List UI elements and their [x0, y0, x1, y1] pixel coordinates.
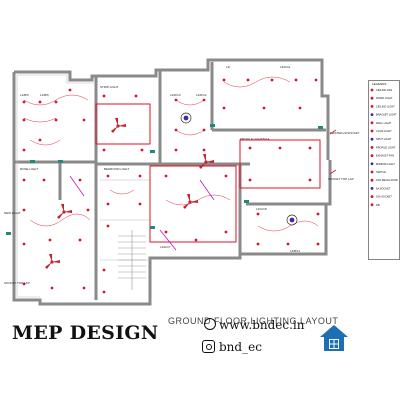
switch-icon — [210, 124, 215, 127]
wall-light-icon — [370, 121, 374, 125]
fan-regulator-icon — [370, 178, 374, 182]
ceiling-lights — [180, 112, 298, 226]
svg-text:L3/H/11: L3/H/11 — [280, 65, 291, 69]
company-logo — [320, 325, 348, 351]
drawing-caption: GROUND FLOOR LIGHTING LAYOUT — [168, 316, 339, 326]
svg-text:L1/B/5: L1/B/5 — [20, 93, 29, 97]
ceiling-fan-icon — [45, 254, 60, 269]
globe-icon — [204, 318, 216, 330]
legend-label: 6A SOCKET — [376, 186, 391, 190]
legend-label: DB — [376, 203, 380, 207]
legend-row: CEILING LIGHT — [370, 104, 395, 108]
legend-label: MIRROR LIGHT — [376, 162, 395, 166]
exhaust-fan-icon — [370, 154, 374, 157]
legend-row: PROFILE LIGHT — [370, 145, 396, 149]
legend-label: WALL LIGHT — [376, 121, 392, 125]
svg-text:STRIP LIGHT: STRIP LIGHT — [100, 85, 119, 89]
instagram-icon — [202, 340, 215, 353]
switch-icon — [370, 170, 374, 174]
legend-row: EXHAUST FAN — [370, 154, 394, 158]
svg-text:SOCKET TOP LAP: SOCKET TOP LAP — [4, 281, 30, 285]
switch-icon — [318, 126, 323, 129]
power-socket-icon — [370, 195, 374, 198]
legend-label: BRACKET LIGHT — [376, 113, 397, 117]
legend-label: CEILING FAN — [376, 88, 392, 92]
ceiling-fan-icon — [111, 118, 126, 133]
legend-panel: LEGENDS CEILING FAN DOWN LIGHT CEILING LIG… — [368, 80, 400, 260]
legend-row: SWITCH — [370, 170, 386, 174]
profile-light-master — [239, 139, 321, 189]
svg-text:L3/C/18: L3/C/18 — [256, 207, 267, 211]
page-title: MEP DESIGN — [12, 322, 159, 344]
svg-text:BEDROOM LIGHT: BEDROOM LIGHT — [104, 167, 129, 171]
switch-icon — [150, 150, 155, 153]
svg-text:MASTER+S/SOCKET: MASTER+S/SOCKET — [330, 131, 360, 135]
legend-label: SWITCH — [376, 170, 386, 174]
social-handle: bnd_ec — [219, 340, 262, 354]
legend-label: PROFILE LIGHT — [376, 145, 396, 149]
legend-label: 16A SOCKET — [376, 195, 392, 199]
legend-row: BRACKET LIGHT — [370, 113, 397, 117]
svg-text:L2/D/13: L2/D/13 — [170, 93, 181, 97]
website-text: www.bndec.in — [219, 318, 305, 332]
cove-light-icon — [370, 129, 374, 133]
ceiling-fan-icon — [183, 194, 198, 209]
ceiling-light-icon — [286, 214, 298, 226]
legend-row: WALL LIGHT — [370, 121, 392, 125]
ceiling-light-icon — [180, 112, 192, 124]
legend-row: 16A SOCKET — [370, 195, 392, 199]
switchboards — [6, 124, 323, 235]
staircase — [118, 230, 146, 290]
legend-label: CEILING LIGHT — [376, 104, 395, 108]
website-line[interactable]: www.bndec.in — [204, 318, 305, 332]
svg-text:PROFILE LIGHT/F/14: PROFILE LIGHT/F/14 — [240, 137, 270, 141]
legend-row: FAN REGULATOR — [370, 178, 398, 182]
svg-text:SOCKET TOP LAP: SOCKET TOP LAP — [328, 177, 354, 181]
ceiling-fan-icon — [199, 154, 214, 169]
legend-row: DOWN LIGHT — [370, 96, 393, 100]
ceiling-fans — [45, 118, 214, 269]
legend-label: EXHAUST FAN — [376, 154, 394, 158]
legend-label: FAN REGULATOR — [376, 178, 398, 182]
switch-icon — [150, 226, 155, 229]
svg-text:L4/B/11: L4/B/11 — [290, 249, 300, 253]
svg-text:L3/H/17: L3/H/17 — [160, 245, 171, 249]
socket-icon — [370, 187, 374, 190]
db-icon — [370, 203, 374, 207]
legend-heading: LEGENDS — [372, 82, 386, 86]
mirror-light-icon — [370, 162, 374, 166]
switch-icon — [58, 160, 63, 163]
social-line[interactable]: bnd_ec — [202, 340, 262, 354]
legend-row: SPOT LIGHT — [370, 137, 392, 141]
legend-label: SPOT LIGHT — [376, 137, 392, 141]
ceiling-fan-icon — [57, 204, 72, 219]
legend-row: MIRROR LIGHT — [370, 162, 395, 166]
switch-icon — [244, 200, 249, 203]
legend-row: 6A SOCKET — [370, 186, 391, 190]
legend-row: DB — [370, 203, 380, 207]
svg-text:L1/B/6: L1/B/6 — [40, 93, 49, 97]
wiring — [23, 76, 319, 232]
bracket-light-icon — [370, 113, 374, 116]
downlight-icon — [370, 96, 374, 100]
switch-icon — [30, 160, 35, 163]
ceiling-light-icon — [370, 105, 374, 108]
cove-light-bedroom — [95, 103, 151, 145]
profile-light-icon — [370, 146, 374, 149]
downlights — [22, 78, 320, 294]
svg-text:L3/: L3/ — [226, 65, 230, 69]
legend-row: CEILING FAN — [370, 88, 392, 92]
ceiling-fan-icon — [370, 88, 374, 92]
svg-text:NEW LIGHT: NEW LIGHT — [4, 211, 21, 215]
switch-icon — [6, 232, 11, 235]
profile-light-living — [149, 165, 237, 243]
svg-text:ROSE LIGHT: ROSE LIGHT — [20, 167, 38, 171]
legend-row: COVE LIGHT — [370, 129, 392, 133]
spot-light-icon — [370, 137, 374, 141]
svg-text:L2/D/12: L2/D/12 — [196, 93, 207, 97]
legend-label: COVE LIGHT — [376, 129, 392, 133]
legend-label: DOWN LIGHT — [376, 96, 393, 100]
